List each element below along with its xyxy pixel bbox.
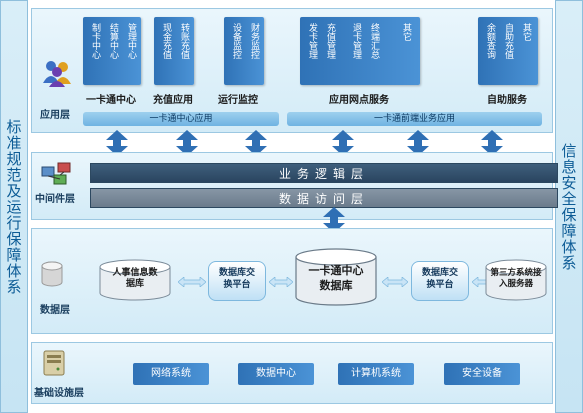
third-party-server-label: 第三方系统接入服务器 [490,268,542,289]
application-layer-label: 应用层 [40,110,70,121]
center-database-label: 一卡通中心数据库 [308,264,364,292]
app-group-card-center: 制卡中心 结算中心 管理中心 [83,17,141,85]
third-party-server-shape [485,259,547,301]
updown-arrow-icon [332,130,354,156]
center-database: 一卡通中心数据库 [294,247,378,307]
app-item-self-recharge: 自助充值 [503,23,513,59]
app-item-finance-monitor: 财务监控 [249,23,259,59]
app-item-management: 管理中心 [126,23,136,59]
business-logic-layer: 业务逻辑层 [90,163,558,183]
app-group-label-outlet-services: 应用网点服务 [329,95,389,106]
updown-arrow-icon [407,130,429,156]
infra-computer-system: 计算机系统 [338,363,414,385]
updown-arrow-icon [245,130,267,156]
users-icon [43,61,71,87]
app-item-recharge-management: 充值管理 [325,23,335,59]
app-item-cash-recharge: 现金充值 [161,23,171,59]
left-side-label: 标准规范及运行保障体系 [4,118,23,295]
updown-arrow-icon [176,130,198,156]
updown-arrow-icon [106,130,128,156]
app-bar-center-apps: 一卡通中心应用 [83,112,279,126]
app-group-recharge: 现金充值 转账充值 [154,17,194,85]
right-side-label: 信息安全保障体系 [559,142,578,271]
middleware-layer-label: 中间件层 [35,194,75,205]
right-side-panel: 信息安全保障体系 [555,0,583,413]
application-layer: 应用层 制卡中心 结算中心 管理中心 一卡通中心 现金充值 转账充值 充值应用 … [31,8,553,133]
app-item-card-making: 制卡中心 [90,23,100,59]
server-icon [43,350,65,376]
app-bar-frontend-apps: 一卡通前端业务应用 [287,112,542,126]
double-arrow-icon [382,277,408,287]
hr-database: 人事信息数据库 [98,259,172,301]
updown-arrow-icon [323,207,345,233]
hr-database-shape [99,259,171,301]
left-side-panel: 标准规范及运行保障体系 [0,0,28,413]
middleware-icon [41,162,71,185]
app-group-self-service: 余额查询 自助充值 其它 [478,17,538,85]
data-access-layer: 数据访问层 [90,188,558,208]
app-group-label-monitoring: 运行监控 [218,95,258,106]
updown-arrow-icon [481,130,503,156]
double-arrow-icon [178,277,206,287]
app-item-settlement: 结算中心 [108,23,118,59]
infra-data-center: 数据中心 [238,363,314,385]
app-item-other-outlet: 其它 [401,23,411,41]
hr-database-label: 人事信息数据库 [112,268,158,289]
infra-network-system: 网络系统 [133,363,209,385]
exchange-platform-right: 数据库交换平台 [411,261,469,301]
exchange-platform-left: 数据库交换平台 [208,261,266,301]
app-item-transfer-recharge: 转账充值 [179,23,189,59]
app-item-device-monitor: 设备监控 [231,23,241,59]
center-database-shape [295,248,377,306]
app-group-outlet-services: 发卡管理 充值管理 退卡管理 终端汇总 其它 [300,17,420,85]
app-item-terminal-summary: 终端汇总 [369,23,379,59]
app-item-other-self: 其它 [521,23,531,41]
data-layer: 数据层 人事信息数据库 数据库交换平台 一卡通中心数据库 数据库交换平台 [31,228,553,334]
app-item-balance-query: 余额查询 [485,23,495,59]
middleware-layer: 中间件层 业务逻辑层 数据访问层 [31,152,558,220]
app-item-card-issue: 发卡管理 [307,23,317,59]
app-group-label-recharge: 充值应用 [153,95,193,106]
infra-security-equipment: 安全设备 [444,363,520,385]
app-group-monitoring: 设备监控 财务监控 [224,17,264,85]
app-group-label-self-service: 自助服务 [487,95,527,106]
data-layer-label: 数据层 [40,305,70,316]
database-icon [41,261,63,287]
double-arrow-icon [269,277,293,287]
third-party-server: 第三方系统接入服务器 [484,259,548,301]
app-item-card-return: 退卡管理 [351,23,361,59]
app-group-label-card-center: 一卡通中心 [86,95,136,106]
infrastructure-layer-label: 基础设施层 [34,388,84,399]
